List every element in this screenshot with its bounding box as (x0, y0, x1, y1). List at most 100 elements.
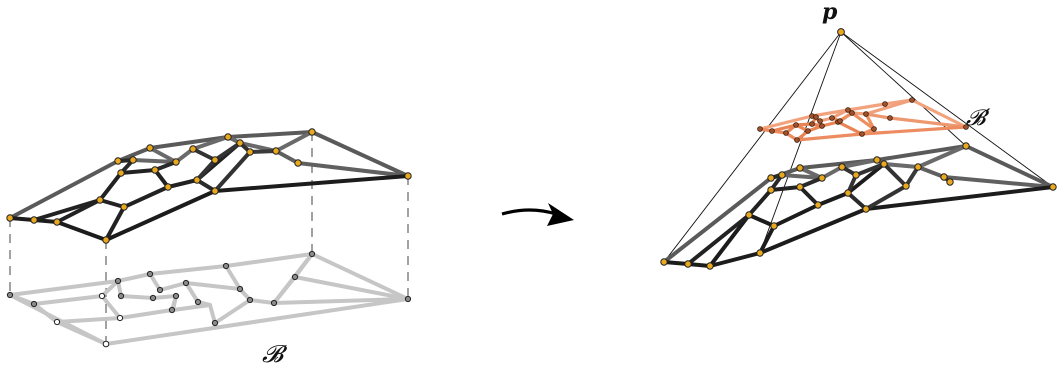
projected-node (819, 123, 825, 129)
lifted-node (902, 182, 910, 190)
base-node (182, 279, 190, 287)
projected-node (845, 107, 851, 113)
lifted-node (745, 211, 753, 219)
base-node (114, 277, 122, 285)
lifted-node (684, 260, 692, 268)
projected-node (817, 118, 823, 124)
lifted-node (767, 174, 775, 182)
lifted-graph-edges (8, 130, 410, 242)
lifted-node (660, 258, 668, 266)
transform-arrow (501, 203, 574, 226)
base-node (30, 300, 38, 308)
lifted-node (962, 142, 970, 150)
base-node (222, 262, 230, 270)
projected-node (859, 131, 865, 137)
lifted-node (756, 249, 764, 257)
base-node (117, 292, 125, 300)
base-node (149, 294, 157, 302)
projected-node (863, 111, 869, 117)
lifted-graph-nodes (6, 128, 412, 244)
lifted-node (53, 218, 61, 226)
lifted-node (151, 166, 159, 174)
projection-lines (663, 31, 1054, 263)
base-node (98, 292, 106, 300)
base-node (404, 295, 412, 303)
lifted-node (814, 201, 822, 209)
base-node (156, 286, 164, 294)
lifted-node (117, 169, 125, 177)
label-point-p: p (822, 0, 838, 25)
lifted-node (164, 183, 172, 191)
base-node (146, 270, 154, 278)
lifted-node (852, 171, 860, 179)
base-node (194, 298, 202, 306)
lifted-node (838, 163, 846, 171)
lifted-node (873, 156, 881, 164)
base-node (308, 250, 316, 258)
proj-line (840, 31, 1054, 188)
projected-node (783, 130, 789, 136)
base-node (291, 273, 299, 281)
base-node (116, 314, 124, 322)
base-node (168, 306, 176, 314)
base-node (246, 296, 254, 304)
arrow-shaft (501, 208, 557, 216)
lifted-node (246, 148, 254, 156)
projected-node (909, 97, 915, 103)
projected-node (809, 121, 815, 127)
lifted-node (294, 159, 302, 167)
projected-node (849, 110, 855, 116)
arrow-head-icon (547, 203, 574, 226)
base-node (53, 318, 61, 326)
lifted-node (120, 203, 128, 211)
lifted-node (129, 156, 137, 164)
projected-node (871, 126, 877, 132)
lifted-node (862, 205, 870, 213)
lifted-node (308, 128, 316, 136)
lifted-node (940, 173, 948, 181)
lifted-node (236, 139, 244, 147)
right-panel: p 𝓑′ (660, 0, 1057, 270)
lifted-node (211, 156, 219, 164)
lifted-node (189, 145, 197, 153)
lifted-node (146, 144, 154, 152)
lifted-node (844, 189, 852, 197)
base-graph-nodes (6, 250, 412, 348)
projected-node (829, 115, 835, 121)
projected-node (813, 114, 819, 120)
lifted-node (818, 174, 826, 182)
base-node (211, 319, 219, 327)
lifted-node (193, 176, 201, 184)
base-node (172, 292, 180, 300)
projected-node (793, 122, 799, 128)
lifted-node (767, 186, 775, 194)
projected-node (963, 124, 969, 130)
projected-node (769, 128, 775, 134)
right-lifted-edges (662, 144, 1055, 268)
lifted-node (224, 133, 232, 141)
lifted-node (706, 262, 714, 270)
left-panel: 𝓑 (6, 128, 412, 368)
proj-line (663, 31, 842, 263)
lifted-node (404, 172, 412, 180)
projected-node (887, 115, 893, 121)
proj-line (759, 31, 842, 254)
label-base-graph: 𝓑 (262, 340, 288, 368)
lifted-node (880, 160, 888, 168)
base-node (270, 299, 278, 307)
apex-point (837, 28, 845, 36)
lifted-node (914, 163, 922, 171)
lifted-node (778, 171, 786, 179)
lifted-node (114, 157, 122, 165)
base-node (236, 285, 244, 293)
lifted-node (211, 187, 219, 195)
lifted-node (946, 178, 954, 186)
projected-node (794, 137, 800, 143)
lifted-node (6, 214, 14, 222)
base-graph-edges (8, 252, 410, 346)
base-node (6, 291, 14, 299)
lifted-node (272, 147, 280, 155)
lifted-node (770, 222, 778, 230)
lifted-node (30, 216, 38, 224)
